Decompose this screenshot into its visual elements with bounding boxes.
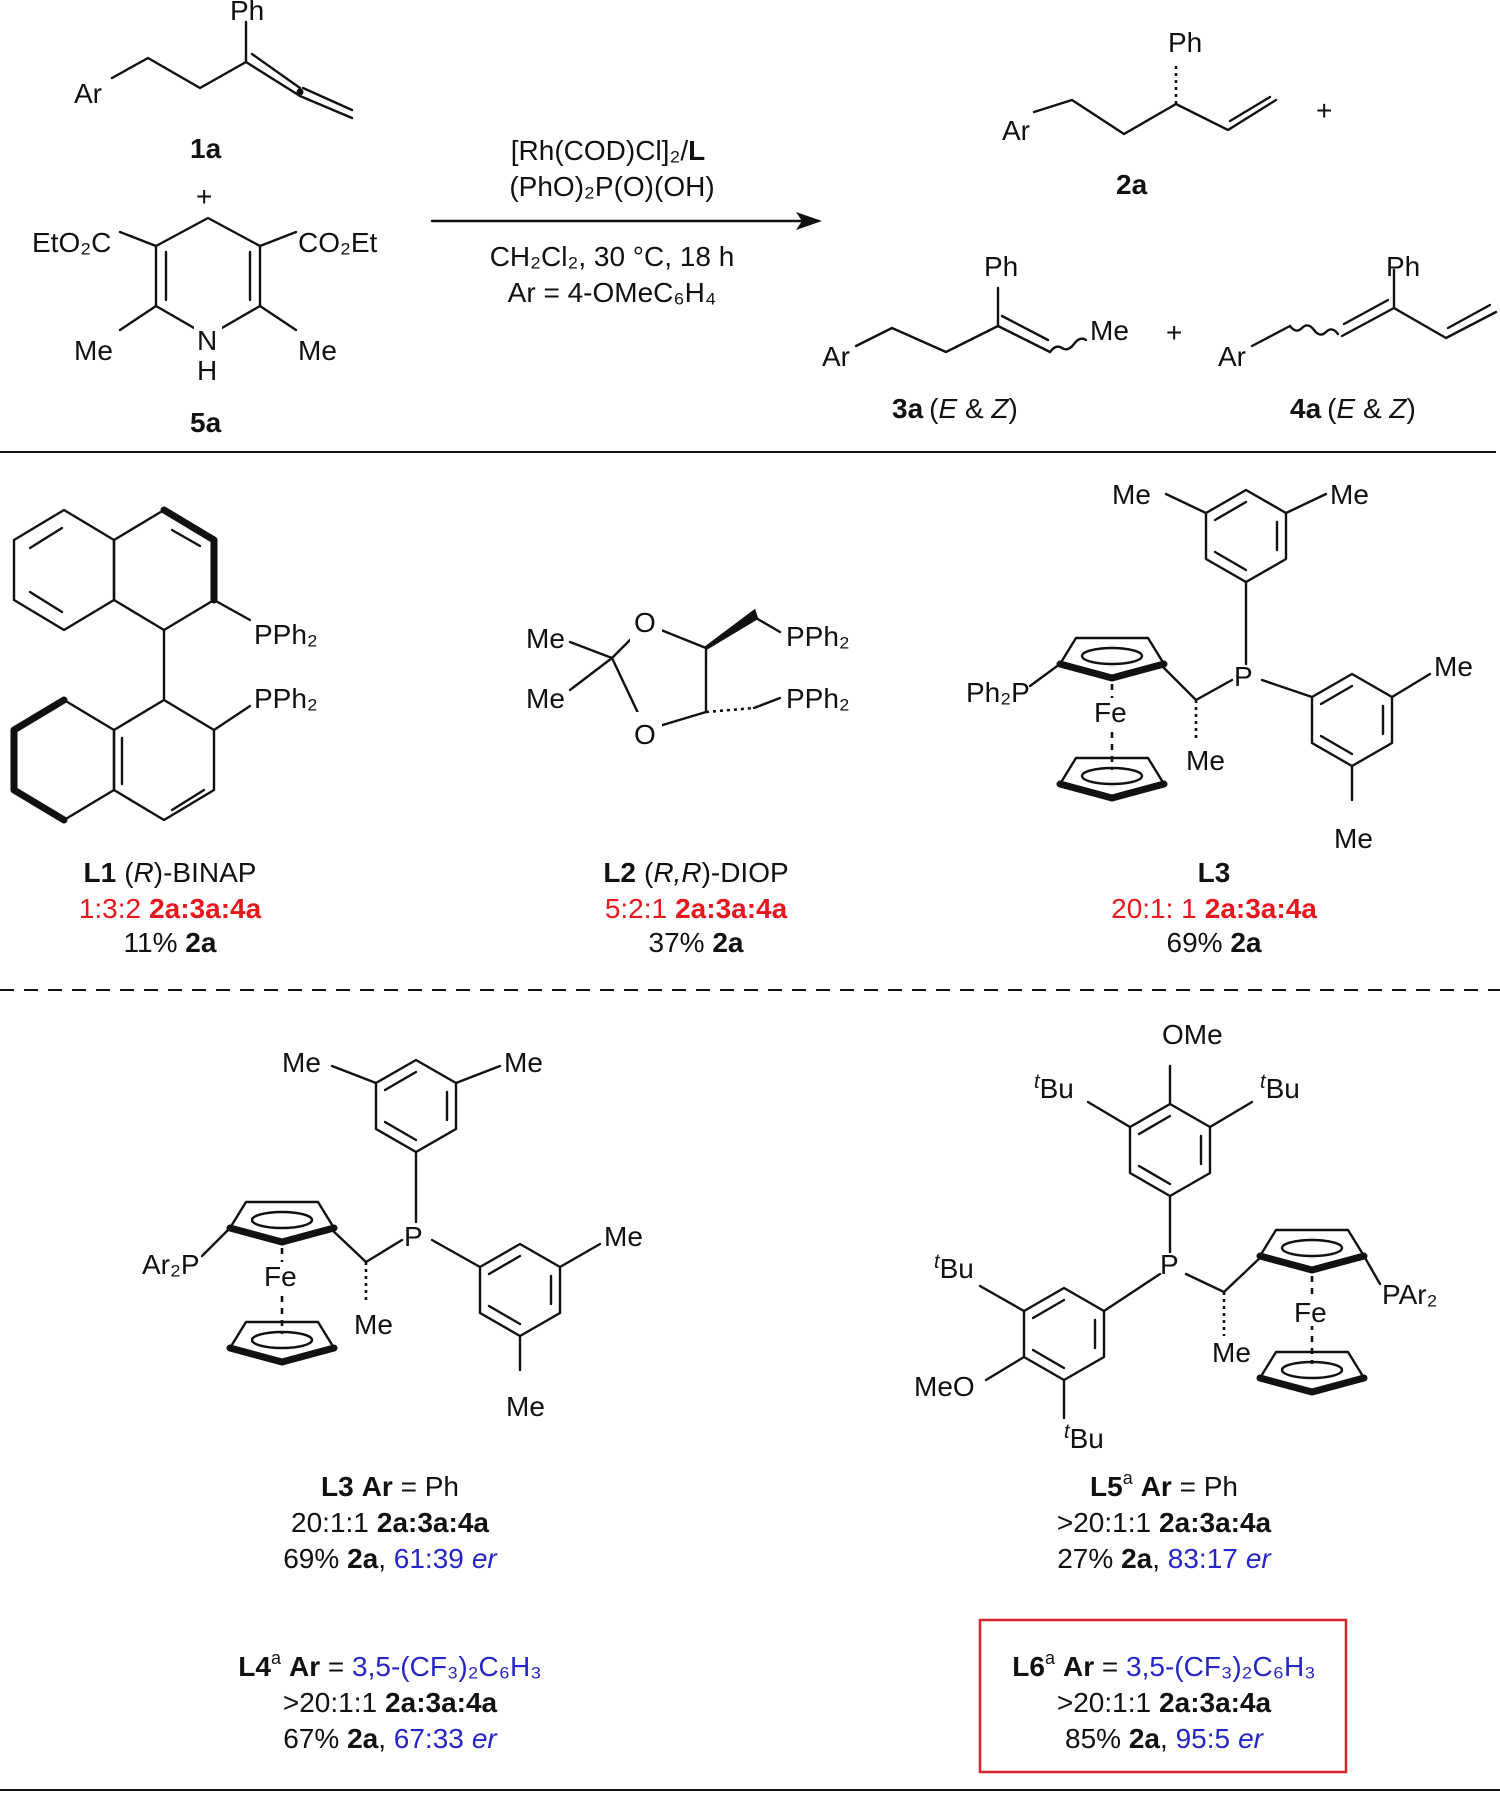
atom-me: Me	[506, 1391, 545, 1422]
atom-p: P	[1234, 661, 1253, 692]
ligand-l2-yield: 37% 2a	[649, 927, 744, 958]
label-1a: 1a	[190, 133, 222, 164]
compound-3a: Ph Ar Me 3a(E & Z)	[822, 251, 1129, 424]
atom-me: Me	[1090, 315, 1129, 346]
atom-ar: Ar	[1002, 115, 1030, 146]
compound-2a: Ph Ar + 2a	[1002, 27, 1332, 200]
ligand-l1-name: L1(R)-BINAP	[84, 857, 257, 888]
compound-4a: Ph Ar 4a(E & Z)	[1218, 251, 1498, 424]
label-4a: 4a(E & Z)	[1290, 393, 1416, 424]
atom-ph: Ph	[1168, 27, 1202, 58]
atom-ar: Ar	[74, 78, 102, 109]
plus-sign: +	[1316, 95, 1332, 126]
atom-co2et: CO₂Et	[298, 227, 378, 258]
ligand-l1-structure: PPh₂ PPh₂	[10, 506, 318, 824]
atom-me: Me	[282, 1047, 321, 1078]
atom-me: Me	[1112, 479, 1151, 510]
atom-me: Me	[1186, 745, 1225, 776]
ligand-l3-top-structure: Fe P Ph₂P Me Me Me Me Me	[966, 479, 1473, 854]
ligand-l5-structure: Fe P PAr₂ Me OMe MeO tBu tBu tBu tBu	[914, 1019, 1437, 1454]
atom-fe: Fe	[1294, 1297, 1327, 1328]
ligand-l3-top-name: L3	[1198, 857, 1231, 888]
atom-me: Me	[298, 335, 337, 366]
compound-1a: Ph Ar 1a	[74, 0, 354, 164]
atom-fe: Fe	[1094, 697, 1127, 728]
atom-me: Me	[1434, 651, 1473, 682]
atom-pph2: PPh₂	[786, 683, 850, 714]
atom-p: P	[404, 1221, 423, 1252]
label-5a: 5a	[190, 407, 222, 438]
atom-pph2: PPh₂	[786, 621, 850, 652]
atom-o: O	[634, 607, 656, 638]
atom-me: Me	[604, 1221, 643, 1252]
ligand-l2-name: L2(R,R)-DIOP	[603, 857, 788, 888]
atom-eto2c: EtO₂C	[32, 227, 111, 258]
atom-ar: Ar	[822, 341, 850, 372]
reaction-arrow	[430, 212, 822, 230]
plus-sign: +	[1166, 317, 1182, 348]
atom-tbu: tBu	[1064, 1421, 1104, 1454]
atom-ph: Ph	[230, 0, 264, 26]
atom-p: P	[1160, 1249, 1179, 1280]
atom-par2: PAr₂	[1382, 1279, 1437, 1310]
label-3a: 3a(E & Z)	[892, 393, 1018, 424]
conditions-solvent: CH₂Cl₂, 30 °C, 18 h	[490, 241, 735, 272]
ligand-l1-yield: 11% 2a	[124, 927, 217, 958]
atom-me: Me	[1330, 479, 1369, 510]
atom-h: H	[197, 355, 217, 386]
atom-tbu: tBu	[1034, 1071, 1074, 1104]
atom-ph: Ph	[1386, 251, 1420, 282]
atom-ome: OMe	[1162, 1019, 1223, 1050]
ligand-l3-top-yield: 69% 2a	[1167, 927, 1262, 958]
atom-tbu: tBu	[1260, 1071, 1300, 1104]
atom-fe: Fe	[264, 1261, 297, 1292]
atom-me: Me	[504, 1047, 543, 1078]
conditions-ar-definition: Ar = 4-OMeC₆H₄	[508, 277, 717, 308]
atom-ph: Ph	[984, 251, 1018, 282]
atom-me: Me	[526, 623, 565, 654]
atom-tbu: tBu	[934, 1251, 974, 1284]
atom-meo: MeO	[914, 1371, 975, 1402]
compound-5a: EtO₂C CO₂Et Me Me N H 5a	[32, 216, 378, 438]
plus-sign: +	[196, 181, 212, 212]
label-2a: 2a	[1116, 169, 1148, 200]
atom-pph2: PPh₂	[254, 619, 318, 650]
atom-ar2p: Ar₂P	[142, 1249, 200, 1280]
atom-ph2p: Ph₂P	[966, 677, 1030, 708]
atom-ar: Ar	[1218, 341, 1246, 372]
atom-me: Me	[74, 335, 113, 366]
atom-n: N	[197, 325, 217, 356]
atom-me: Me	[526, 683, 565, 714]
conditions-catalyst: [Rh(COD)Cl]₂/L	[511, 135, 705, 166]
ligand-l2-structure: O O Me Me PPh₂ PPh₂	[526, 604, 850, 752]
atom-me: Me	[1334, 823, 1373, 854]
atom-o: O	[634, 719, 656, 750]
atom-pph2: PPh₂	[254, 683, 318, 714]
highlight-box-l6	[978, 1618, 1348, 1774]
atom-me: Me	[1212, 1337, 1251, 1368]
ligand-l3-structure: Fe P Ar₂P Me Me Me Me Me	[142, 1047, 643, 1422]
conditions-acid: (PhO)₂P(O)(OH)	[509, 171, 714, 202]
atom-me: Me	[354, 1309, 393, 1340]
